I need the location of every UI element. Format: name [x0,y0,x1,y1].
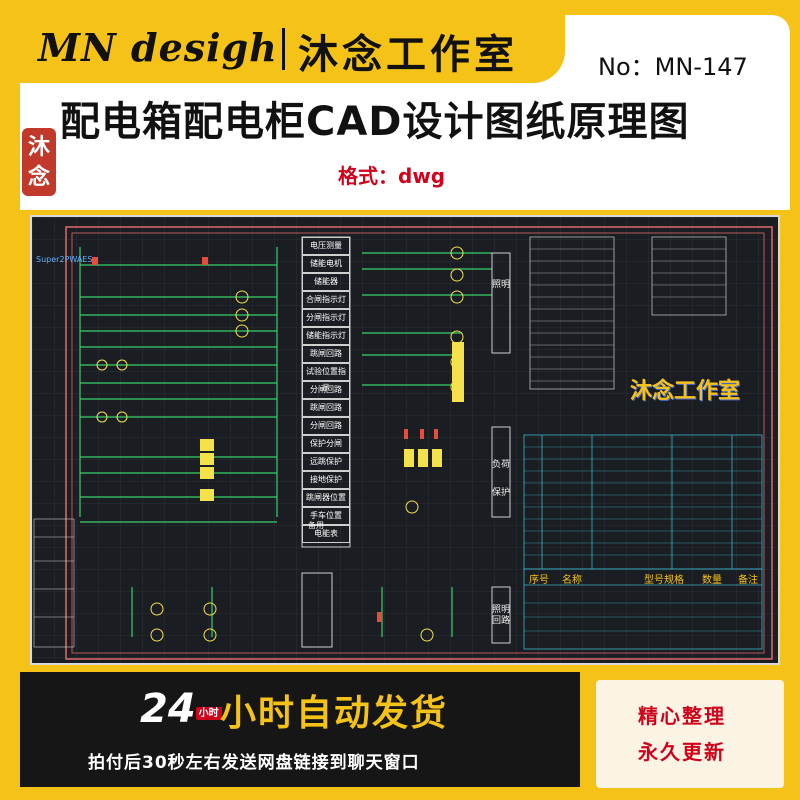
right-label: 负荷 [492,460,511,470]
brand-name-en: MN desigh [38,25,278,70]
brand-separator [282,28,285,70]
function-label: 分闸回路 [302,417,350,435]
table-header: 名称 [562,575,582,586]
right-label: 保护 [492,488,511,498]
table-header: 备注 [738,575,758,586]
function-label: 跳闸回路 [302,399,350,417]
function-label: 储能电机 [302,255,350,273]
function-label-column: 电压测量 储能电机 储能器 合闸指示灯 分闸指示灯 储能指示灯 跳闸回路 试验位… [302,237,350,543]
function-label: 合闸指示灯 [302,291,350,309]
function-label: 分闸指示灯 [302,309,350,327]
serial-number: No：MN-147 [598,53,748,81]
seal-stamp: 沐念 [22,128,56,196]
table-header: 数量 [702,575,722,586]
cad-schematic [32,217,778,663]
function-label: 电压测量 [302,237,350,255]
delivery-subline: 拍付后30秒左右发送网盘链接到聊天窗口 [88,753,420,773]
function-label: 保护分闸 [302,435,350,453]
file-format: 格式：dwg [338,164,446,188]
brand-banner: MN desigh 沐念工作室 [20,15,565,83]
page-title: 配电箱配电柜CAD设计图纸原理图 [60,99,690,145]
function-label: 接地保护 [302,471,350,489]
function-label: 电能表 [302,525,350,543]
function-label: 手车位置 [302,507,350,525]
function-label: 储能指示灯 [302,327,350,345]
function-label: 跳闸回路 [302,345,350,363]
table-header: 序号 [529,575,549,586]
function-label: 远跳保护 [302,453,350,471]
cad-drawing-preview: Super2PWAES 电压测量 储能电机 储能器 合闸指示灯 分闸指示灯 储能… [30,215,780,665]
spare-label: 备用 [308,521,324,530]
function-label: 分闸回路 [302,381,350,399]
function-label: 试验位置指示 [302,363,350,392]
drawing-left-caption: Super2PWAES [36,255,93,264]
delivery-headline: 小时自动发货 [220,693,449,734]
function-label: 储能器 [302,273,350,291]
promo-line-1: 精心整理 [638,704,726,728]
function-label: 跳闸器位置 [302,489,350,507]
right-label: 照明 [492,280,511,290]
drawing-watermark: 沐念工作室 [630,378,741,404]
promo-note: 精心整理 永久更新 [596,680,784,788]
promo-line-2: 永久更新 [638,740,726,764]
brand-name-cn: 沐念工作室 [298,31,518,78]
table-header: 型号规格 [644,575,684,586]
right-label: 照明回路 [492,605,511,626]
